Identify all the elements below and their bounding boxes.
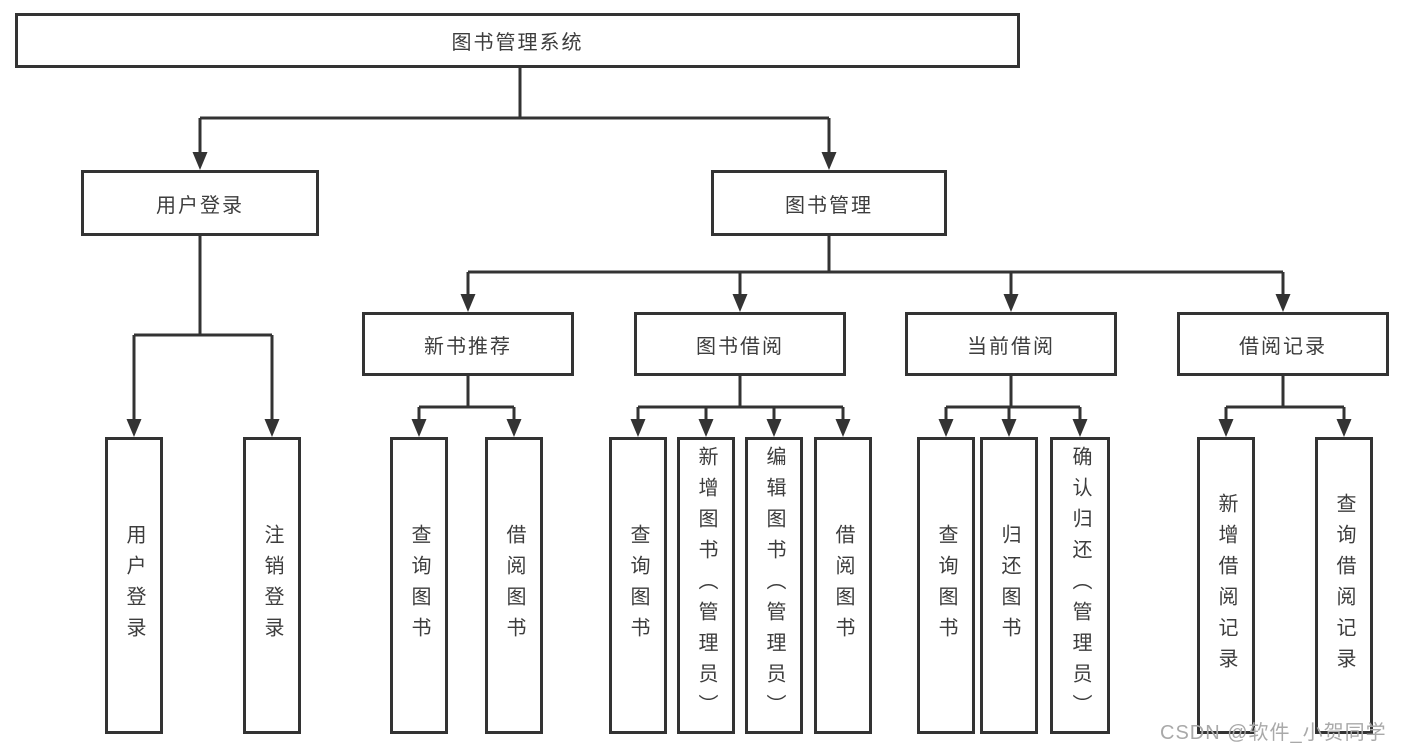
leaf-borrow-query-books: 查询图书	[609, 437, 667, 734]
csdn-watermark: CSDN @软件_小贺同学	[1160, 722, 1387, 744]
node-book-management-label: 图书管理	[785, 194, 873, 217]
leaf-borrow-edit-books-admin-label: 编辑图书（管理员）	[763, 446, 785, 725]
node-book-borrowing-label: 图书借阅	[696, 335, 784, 358]
leaf-borrow-add-books-admin: 新增图书（管理员）	[677, 437, 735, 734]
leaf-records-add-label: 新增借阅记录	[1215, 492, 1237, 679]
leaf-borrow-borrow-books-label: 借阅图书	[832, 523, 854, 648]
leaf-records-add: 新增借阅记录	[1197, 437, 1255, 734]
node-book-management: 图书管理	[711, 170, 947, 236]
node-current-borrowing: 当前借阅	[905, 312, 1117, 376]
leaf-current-confirm-return-admin: 确认归还（管理员）	[1050, 437, 1110, 734]
leaf-borrow-borrow-books: 借阅图书	[814, 437, 872, 734]
leaf-records-query: 查询借阅记录	[1315, 437, 1373, 734]
node-new-book-recommend: 新书推荐	[362, 312, 574, 376]
leaf-current-confirm-return-admin-label: 确认归还（管理员）	[1069, 446, 1091, 725]
leaf-current-query-books-label: 查询图书	[935, 523, 957, 648]
node-user-login: 用户登录	[81, 170, 319, 236]
node-new-book-recommend-label: 新书推荐	[424, 335, 512, 358]
leaf-newbooks-query-label: 查询图书	[408, 523, 430, 648]
leaf-borrow-add-books-admin-label: 新增图书（管理员）	[695, 446, 717, 725]
leaf-records-query-label: 查询借阅记录	[1333, 492, 1355, 679]
node-borrow-records: 借阅记录	[1177, 312, 1389, 376]
leaf-newbooks-borrow-label: 借阅图书	[503, 523, 525, 648]
leaf-newbooks-query: 查询图书	[390, 437, 448, 734]
leaf-newbooks-borrow: 借阅图书	[485, 437, 543, 734]
node-book-borrowing: 图书借阅	[634, 312, 846, 376]
leaf-user-login-label: 用户登录	[123, 523, 145, 648]
leaf-user-login: 用户登录	[105, 437, 163, 734]
leaf-current-return-books-label: 归还图书	[998, 523, 1020, 648]
node-root-label: 图书管理系统	[451, 32, 584, 54]
leaf-logout-label: 注销登录	[261, 523, 283, 648]
leaf-borrow-edit-books-admin: 编辑图书（管理员）	[745, 437, 803, 734]
leaf-current-query-books: 查询图书	[917, 437, 975, 734]
node-current-borrowing-label: 当前借阅	[967, 335, 1055, 358]
node-root: 图书管理系统	[15, 13, 1020, 68]
leaf-borrow-query-books-label: 查询图书	[627, 523, 649, 648]
leaf-current-return-books: 归还图书	[980, 437, 1038, 734]
leaf-logout: 注销登录	[243, 437, 301, 734]
node-borrow-records-label: 借阅记录	[1239, 335, 1327, 358]
node-user-login-label: 用户登录	[156, 194, 244, 217]
